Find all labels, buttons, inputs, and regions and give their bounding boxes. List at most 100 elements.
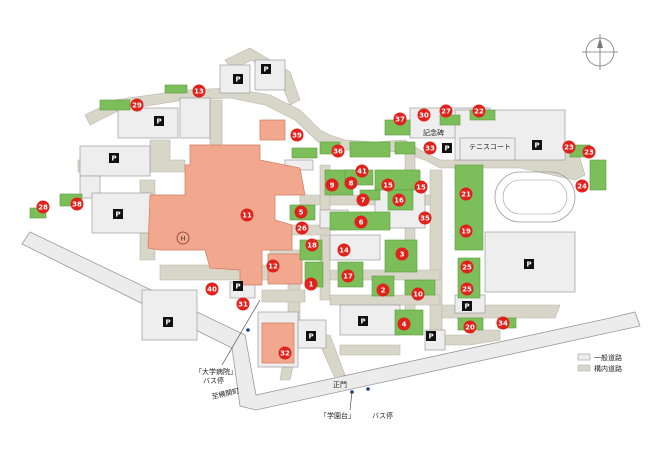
svg-text:16: 16 [394,197,404,205]
svg-text:1: 1 [309,281,314,289]
parking-icon: P [154,116,164,126]
marker-37: 37 [393,112,407,126]
svg-text:P: P [263,66,268,74]
marker-25b: 25 [460,282,474,296]
marker-34: 34 [496,316,510,330]
parking-icon: P [306,331,316,341]
parking-icon: P [426,331,436,341]
marker-32: 32 [278,346,292,360]
svg-text:27: 27 [441,108,451,116]
svg-text:H: H [181,236,186,243]
svg-text:7: 7 [361,197,366,205]
monument-label: 記念碑 [423,128,444,137]
svg-text:17: 17 [343,273,353,281]
svg-text:19: 19 [461,228,471,236]
svg-text:25: 25 [462,286,472,294]
svg-text:P: P [165,319,170,327]
marker-29: 29 [130,98,144,112]
svg-text:P: P [308,333,313,341]
bus-stop-hospital-label: 「大学病院」 [195,367,237,376]
svg-text:P: P [444,145,449,153]
svg-text:23: 23 [584,149,594,157]
svg-text:34: 34 [498,320,508,328]
legend-public-road-swatch [577,353,591,361]
marker-39: 39 [290,128,304,142]
parking-icon: P [109,153,119,163]
svg-text:33: 33 [425,145,435,153]
marker-6: 6 [354,215,368,229]
svg-text:30: 30 [419,112,429,120]
svg-text:P: P [115,211,120,219]
legend-campus-road-swatch [577,364,591,372]
parking-markers: P P P P P P P P P P P P P P [109,64,542,341]
marker-11: 11 [240,208,254,222]
marker-28: 28 [36,200,50,214]
svg-text:5: 5 [299,209,304,217]
svg-text:22: 22 [474,108,484,116]
legend-public-road: 一般道路 [594,353,622,362]
svg-text:P: P [235,76,240,84]
svg-text:P: P [464,303,469,311]
marker-30: 30 [417,108,431,122]
marker-20: 20 [463,320,477,334]
svg-text:36: 36 [333,148,343,156]
svg-text:25: 25 [462,264,472,272]
marker-24: 24 [575,179,589,193]
svg-text:P: P [235,283,240,291]
marker-4: 4 [397,317,411,331]
marker-8: 8 [344,176,358,190]
parking-icon: P [442,143,452,153]
marker-40: 40 [205,282,219,296]
svg-text:P: P [360,318,365,326]
svg-text:8: 8 [349,180,354,188]
svg-text:14: 14 [339,247,349,255]
parking-icon: P [233,74,243,84]
track [494,171,576,223]
marker-16: 16 [392,193,406,207]
parking-icon: P [233,281,243,291]
svg-text:P: P [534,142,539,150]
svg-text:10: 10 [413,291,423,299]
parking-icon: P [261,64,271,74]
marker-7: 7 [356,193,370,207]
main-gate-label: 正門 [333,381,347,389]
svg-text:21: 21 [461,191,471,199]
marker-35: 35 [418,211,432,225]
tennis-court-label: テニスコート [469,143,511,151]
marker-12: 12 [266,259,280,273]
bus-stop-hospital-sub: バス停 [203,376,224,385]
svg-text:6: 6 [359,219,364,227]
bus-stop-gakuen-label: 「学園台」 [320,411,355,420]
svg-text:41: 41 [357,168,367,176]
north-compass-icon [582,34,618,70]
marker-10: 10 [411,287,425,301]
svg-text:32: 32 [280,350,290,358]
parking-icon: P [524,259,534,269]
legend-campus-road: 構内道路 [594,364,622,373]
parking-icon: P [358,316,368,326]
svg-text:3: 3 [400,251,405,259]
svg-text:11: 11 [242,212,252,220]
svg-text:20: 20 [465,324,475,332]
svg-text:P: P [428,333,433,341]
road-destination-label: 至横関町 [211,386,240,401]
marker-23b: 23 [582,145,596,159]
marker-19: 19 [459,224,473,238]
marker-15b: 15 [414,180,428,194]
svg-text:4: 4 [402,321,407,329]
bus-stop-markers [221,299,370,411]
bus-stop-gakuen-sub: バス停 [372,411,393,420]
marker-21: 21 [459,187,473,201]
heliport-icon: H [176,231,190,245]
svg-text:39: 39 [292,132,302,140]
facility-markers: 1 2 3 4 5 6 7 8 9 10 11 12 13 14 15 15 1… [36,84,596,360]
marker-26: 26 [295,221,309,235]
marker-22: 22 [472,104,486,118]
marker-27: 27 [439,104,453,118]
svg-text:29: 29 [132,102,142,110]
marker-18: 18 [305,238,319,252]
svg-text:9: 9 [330,182,335,190]
marker-13: 13 [192,84,206,98]
svg-text:38: 38 [72,201,82,209]
